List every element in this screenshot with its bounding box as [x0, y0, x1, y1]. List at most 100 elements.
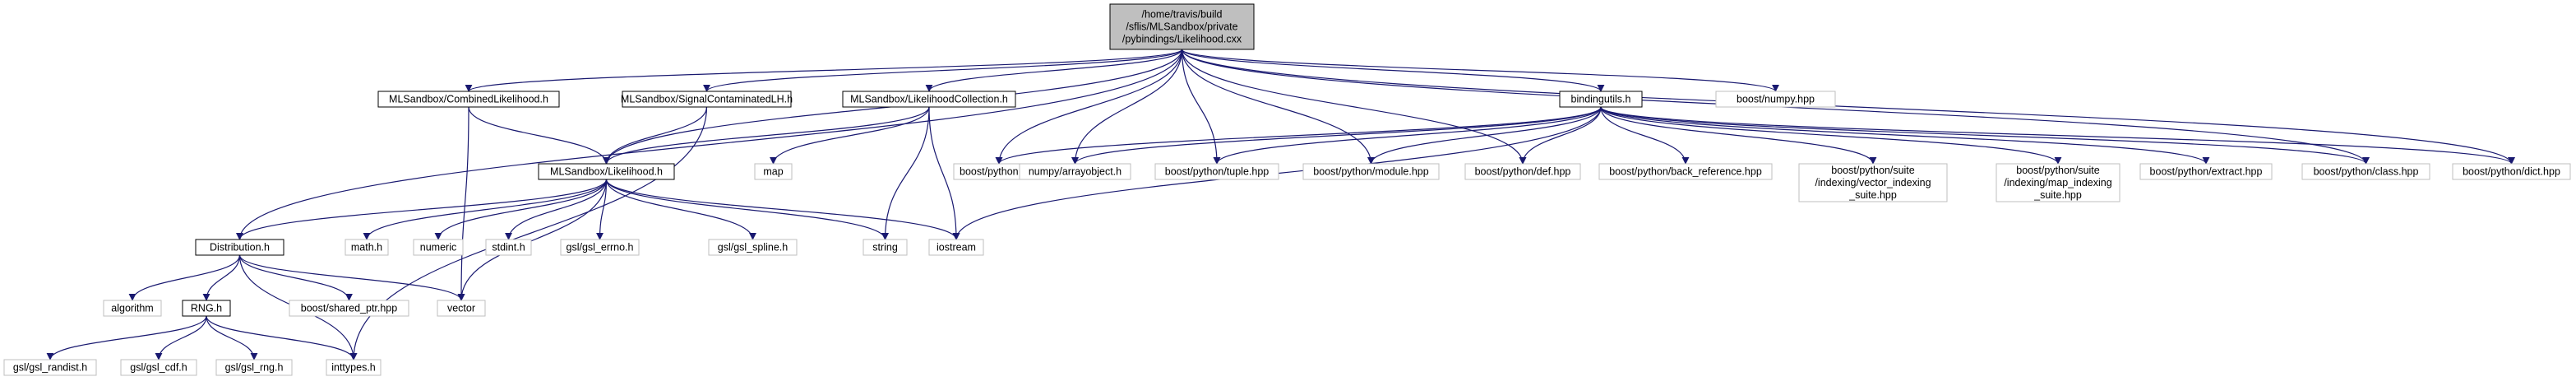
node-box [622, 91, 792, 108]
node-label: boost/shared_ptr.hpp [301, 303, 397, 314]
node-box [1109, 3, 1255, 50]
edge-likelihood-to-iostream [605, 179, 960, 240]
node-box [754, 163, 793, 180]
edge-signal-to-inttypes [349, 106, 708, 360]
edge-distribution-to-algorithm [128, 254, 241, 301]
edge-root-to-combined [465, 49, 1183, 92]
node-label: boost/python/back_reference.hpp [1609, 166, 1762, 178]
node-box [2139, 163, 2273, 180]
node-class: boost/python/class.hpp [2301, 163, 2430, 180]
node-label: /sflis/MLSandbox/private [1126, 21, 1237, 33]
node-label: vector [447, 303, 475, 314]
node-gslspline: gsl/gsl_spline.h [708, 239, 798, 256]
edge-bindingutils-to-def [1519, 106, 1602, 165]
node-box [842, 91, 1016, 108]
node-label: string [872, 242, 898, 253]
node-label: boost/python/suite [1831, 165, 1915, 176]
node-numpy: boost/numpy.hpp [1715, 91, 1836, 108]
edge-root-to-python [995, 49, 1183, 165]
edge-rng-to-gslrng [206, 315, 258, 360]
node-label: gsl/gsl_randist.h [13, 362, 87, 374]
node-label: /pybindings/Likelihood.cxx [1122, 34, 1242, 45]
node-collection[interactable]: MLSandbox/LikelihoodCollection.h [842, 91, 1016, 108]
edge-likelihood-to-string [605, 179, 889, 240]
node-label: MLSandbox/LikelihoodCollection.h [850, 94, 1008, 105]
node-gslcdf: gsl/gsl_cdf.h [120, 359, 197, 376]
node-vecidx: boost/python/suite/indexing/vector_index… [1798, 163, 1948, 202]
node-label: boost/python/def.hpp [1475, 166, 1571, 178]
edge-root-to-collection [925, 49, 1183, 92]
edge-bindingutils-to-mapidx [1600, 106, 2062, 165]
edge-rng-to-gslrandist [46, 315, 207, 360]
node-label: boost/numpy.hpp [1737, 94, 1815, 105]
node-box [1559, 91, 1643, 108]
include-edges [46, 49, 2515, 360]
node-bindingutils[interactable]: bindingutils.h [1559, 91, 1643, 108]
node-sharedptr: boost/shared_ptr.hpp [289, 300, 409, 317]
node-label: numpy/arrayobject.h [1029, 166, 1122, 178]
node-box [345, 239, 389, 256]
node-box [708, 239, 798, 256]
node-backref: boost/python/back_reference.hpp [1598, 163, 1773, 180]
edge-bindingutils-to-arrayobject [1071, 106, 1602, 165]
node-signal[interactable]: MLSandbox/SignalContaminatedLH.h [621, 91, 793, 108]
node-label: map [763, 166, 783, 178]
node-box [2452, 163, 2571, 180]
node-box [120, 359, 197, 376]
node-label: boost/python/class.hpp [2314, 166, 2419, 178]
node-stdint: stdint.h [485, 239, 532, 256]
node-combined[interactable]: MLSandbox/CombinedLikelihood.h [377, 91, 560, 108]
node-label: boost/python/dict.hpp [2463, 166, 2560, 178]
edge-signal-to-likelihood [603, 106, 708, 165]
node-rng[interactable]: RNG.h [182, 300, 231, 317]
node-box [3, 359, 97, 376]
node-label: boost/python/module.hpp [1313, 166, 1428, 178]
node-label: _suite.hpp [2033, 189, 2082, 201]
node-label: gsl/gsl_rng.h [225, 362, 284, 374]
edge-rng-to-gslcdf [155, 315, 207, 360]
edge-bindingutils-to-python [995, 106, 1602, 165]
edge-root-to-dict [1181, 49, 2515, 165]
node-box [928, 239, 984, 256]
node-mapidx: boost/python/suite/indexing/map_indexing… [1996, 163, 2120, 202]
edge-root-to-tuple [1181, 49, 1221, 165]
node-box [2301, 163, 2430, 180]
node-label: iostream [937, 242, 976, 253]
node-gslerrno: gsl/gsl_errno.h [560, 239, 640, 256]
edge-likelihood-to-math [363, 179, 608, 240]
node-box [215, 359, 293, 376]
node-distribution[interactable]: Distribution.h [195, 239, 284, 256]
node-box [1996, 163, 2120, 202]
node-label: _suite.hpp [1848, 189, 1897, 201]
node-label: numeric [420, 242, 456, 253]
edge-likelihood-to-vector [457, 179, 608, 301]
node-box [863, 239, 908, 256]
node-label: Distribution.h [210, 242, 270, 253]
node-box [182, 300, 231, 317]
edge-collection-to-map [770, 106, 930, 165]
node-label: gsl/gsl_spline.h [718, 242, 789, 253]
edge-bindingutils-to-extract [1600, 106, 2210, 165]
node-root[interactable]: /home/travis/build/sflis/MLSandbox/priva… [1109, 3, 1255, 50]
edge-likelihood-to-stdint [505, 179, 608, 240]
edge-distribution-to-sharedptr [238, 254, 353, 301]
node-label: boost/python/extract.hpp [2150, 166, 2263, 178]
node-label: MLSandbox/Likelihood.h [550, 166, 663, 178]
edge-bindingutils-to-class [1600, 106, 2370, 165]
edge-rng-to-inttypes [206, 315, 358, 360]
node-label: math.h [351, 242, 382, 253]
edge-likelihood-to-distribution [236, 179, 608, 240]
node-likelihood[interactable]: MLSandbox/Likelihood.h [538, 163, 675, 180]
node-box [377, 91, 560, 108]
edge-bindingutils-to-vecidx [1600, 106, 1877, 165]
node-gslrandist: gsl/gsl_randist.h [3, 359, 97, 376]
node-box [103, 300, 162, 317]
node-math: math.h [345, 239, 389, 256]
node-box [326, 359, 382, 376]
edge-distribution-to-vector [238, 254, 465, 301]
edge-likelihood-to-gslspline [605, 179, 756, 240]
node-box [1154, 163, 1279, 180]
node-label: boost/python.hpp [960, 166, 1038, 178]
node-box [1798, 163, 1948, 202]
